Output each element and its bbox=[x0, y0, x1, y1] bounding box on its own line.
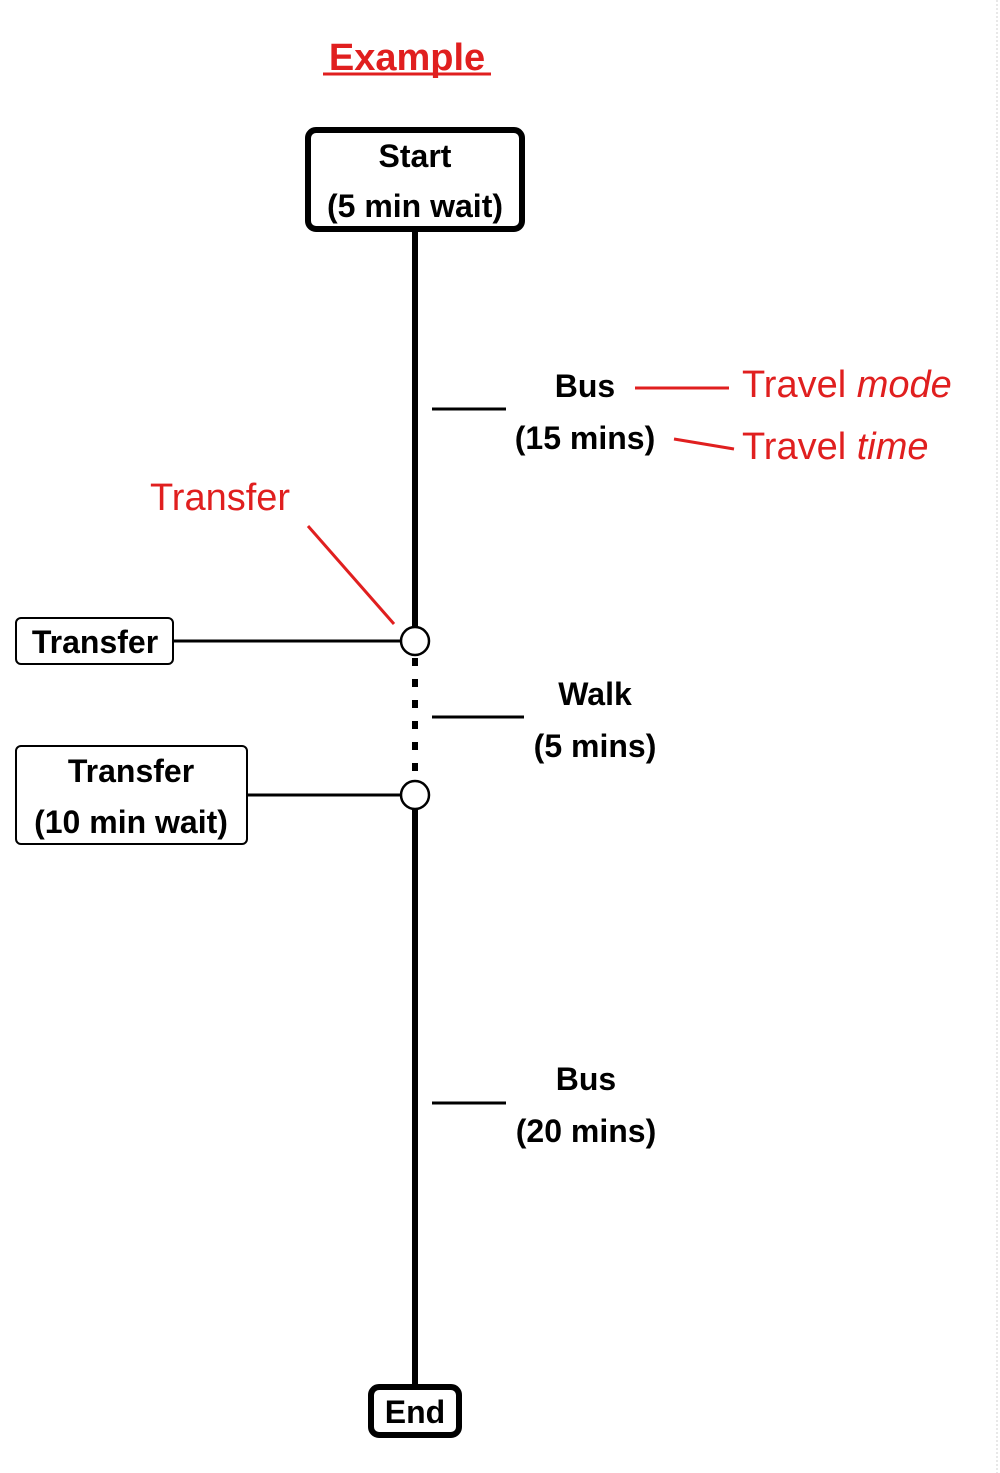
annotation-time-pointer bbox=[673, 437, 735, 451]
start-wait-label: (5 min wait) bbox=[327, 188, 503, 224]
transfer-2-label: Transfer bbox=[68, 753, 194, 789]
annotation-travel-mode-prefix: Travel bbox=[742, 364, 857, 406]
annotation-travel-mode: Travel mode bbox=[742, 364, 952, 406]
annotation-travel-time-prefix: Travel bbox=[742, 426, 857, 468]
end-label: End bbox=[385, 1394, 445, 1430]
diagram-title: Example bbox=[329, 37, 485, 79]
start-label: Start bbox=[379, 138, 452, 174]
annotation-travel-mode-emphasis: mode bbox=[857, 364, 952, 406]
transfer-1-node bbox=[399, 625, 431, 657]
transfer-2-node bbox=[399, 779, 431, 811]
segment-2-time: (5 mins) bbox=[534, 728, 657, 764]
annotation-transfer-pointer bbox=[306, 525, 396, 625]
transfer-2-box bbox=[15, 745, 248, 845]
segment-1-time: (15 mins) bbox=[515, 420, 655, 456]
segment-1-mode: Bus bbox=[555, 368, 615, 404]
transfer-1-box bbox=[15, 617, 174, 665]
start-box bbox=[305, 127, 525, 232]
segment-3-mode: Bus bbox=[556, 1061, 616, 1097]
annotation-transfer: Transfer bbox=[150, 477, 290, 519]
segment-2-mode: Walk bbox=[558, 676, 632, 712]
end-box bbox=[368, 1384, 462, 1438]
segment-3-time: (20 mins) bbox=[516, 1113, 656, 1149]
transfer-1-label: Transfer bbox=[32, 624, 158, 660]
transfer-2-wait-label: (10 min wait) bbox=[34, 804, 228, 840]
annotation-travel-time: Travel time bbox=[742, 426, 929, 468]
annotation-travel-time-emphasis: time bbox=[857, 426, 929, 468]
